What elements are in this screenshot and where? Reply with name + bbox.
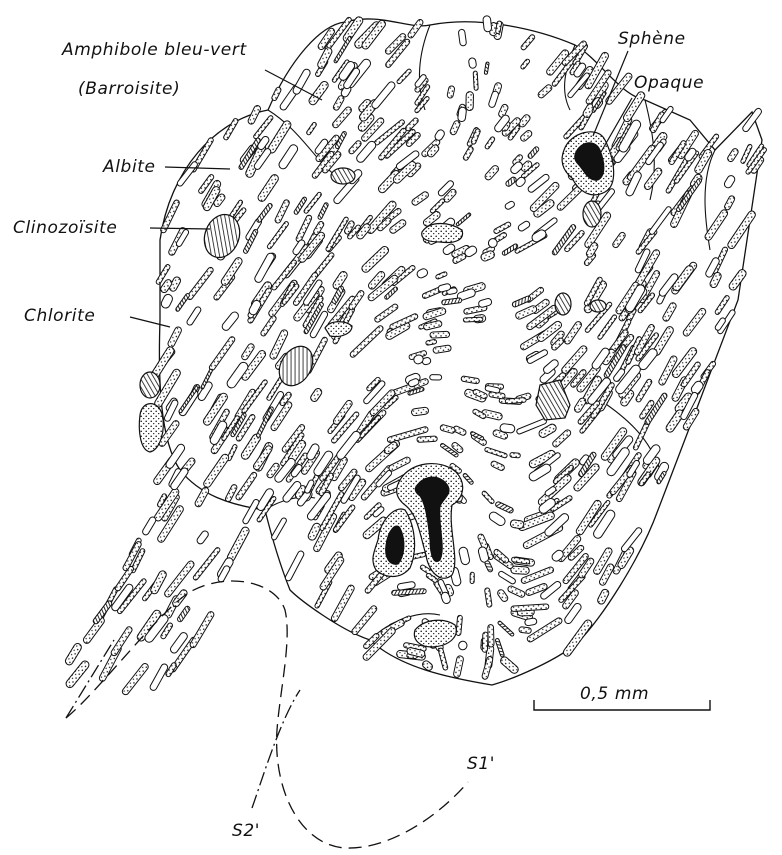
amphibole-crystal (192, 547, 220, 581)
amphibole-crystal (121, 662, 150, 696)
albite-grain (430, 375, 442, 380)
amphibole-crystal (226, 526, 250, 563)
amphibole-crystal (417, 436, 437, 443)
albite-grain (468, 58, 476, 69)
amphibole-crystal (149, 570, 167, 595)
label-s2: S2' (232, 821, 260, 841)
amphibole-crystal (488, 625, 494, 648)
amphibole-crystal (463, 317, 483, 322)
amphibole-crystal (511, 566, 530, 575)
amphibole-crystal (519, 627, 532, 634)
s2-trace-lower (252, 690, 300, 808)
scale-bar: 0,5 mm (534, 684, 710, 710)
amphibole-crystal (466, 92, 474, 111)
albite-grain (149, 663, 169, 692)
albite-grain (457, 107, 466, 122)
label-clinozoisite: Clinozoïsite (13, 218, 117, 238)
label-barroisite: (Barroisite) (78, 79, 180, 99)
scale-bar-label: 0,5 mm (580, 684, 649, 704)
label-s1: S1' (467, 754, 495, 774)
amphibole-crystal (430, 331, 450, 338)
label-amphibole: Amphibole bleu-vert (61, 40, 247, 60)
amphibole-crystal (470, 572, 474, 583)
albite-grain (141, 516, 157, 536)
label-sphene: Sphène (618, 29, 686, 49)
amphibole-crystal (194, 486, 210, 508)
amphibole-crystal (510, 519, 524, 529)
label-opaque: Opaque (634, 73, 704, 93)
amphibole-crystal (64, 642, 83, 666)
amphibole-crystal (473, 71, 478, 90)
albite-grain (483, 16, 492, 33)
label-albite: Albite (102, 157, 156, 177)
amphibole-crystal (510, 452, 521, 457)
chlorite-crystal (177, 605, 191, 622)
albite-grain (196, 530, 210, 546)
label-chlorite: Chlorite (24, 306, 95, 326)
albite-grain (500, 423, 516, 433)
amphibole-crystal (163, 560, 195, 598)
amphibole-crystal (482, 632, 488, 652)
amphibole-crystal (189, 610, 215, 648)
